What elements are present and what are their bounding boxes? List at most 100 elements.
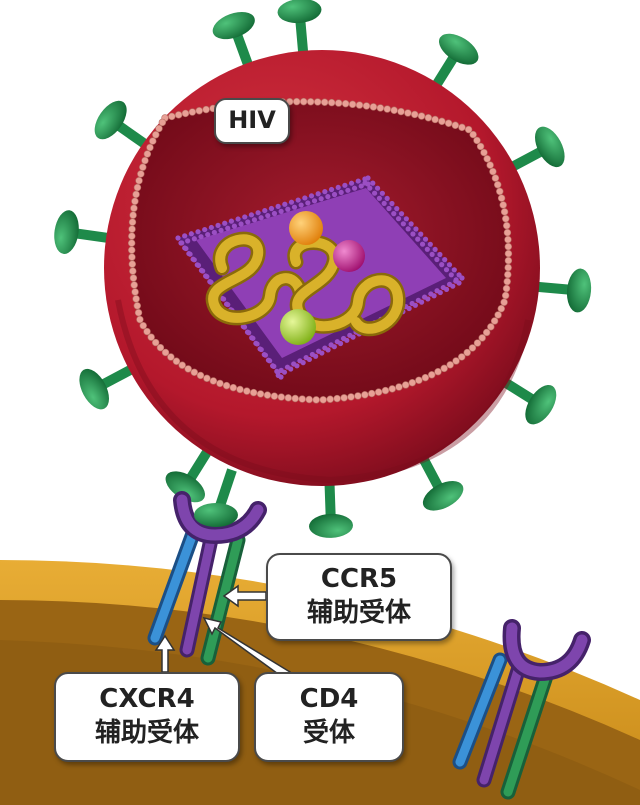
capsid-dot xyxy=(379,190,385,196)
capsid-dot xyxy=(448,272,454,278)
capsid-dot xyxy=(428,291,434,297)
membrane-bead xyxy=(312,396,320,404)
ccr5-coreceptor-label: CCR5 辅助受体 xyxy=(266,553,452,641)
capsid-dot xyxy=(261,351,267,358)
membrane-bead xyxy=(291,394,299,403)
membrane-bead xyxy=(127,239,136,247)
membrane-bead xyxy=(487,323,495,331)
capsid-dot xyxy=(424,246,430,252)
capsid-dot xyxy=(315,191,321,197)
capsid-dot xyxy=(334,339,340,345)
capsid-dot xyxy=(278,208,284,214)
membrane-bead xyxy=(327,98,336,107)
capsid-dot xyxy=(195,229,201,235)
capsid-dot xyxy=(240,323,246,330)
capsid-dot xyxy=(355,178,361,184)
membrane-bead xyxy=(490,317,499,325)
membrane-bead xyxy=(473,339,482,347)
membrane-bead xyxy=(504,270,512,279)
capsid-dot xyxy=(305,200,311,206)
membrane-bead xyxy=(421,373,430,382)
capsid-dot xyxy=(342,182,348,188)
capsid-dot xyxy=(309,351,315,358)
membrane-bead xyxy=(434,368,442,376)
capsid-dot xyxy=(182,245,188,251)
membrane-bead xyxy=(130,281,138,289)
capsid-dot xyxy=(374,185,381,191)
capsid-dot xyxy=(340,335,347,342)
membrane-bead xyxy=(156,343,165,352)
membrane-bead xyxy=(401,381,410,389)
membrane-bead xyxy=(326,395,334,403)
cxcr4-label-desc: 辅助受体 xyxy=(94,718,199,748)
membrane-bead xyxy=(132,295,140,303)
capsid-dot xyxy=(409,300,415,307)
membrane-bead xyxy=(502,284,511,293)
capsid-dot xyxy=(274,368,280,374)
capsid-dot xyxy=(347,332,353,338)
capsid-dot xyxy=(225,225,231,231)
membrane-bead xyxy=(504,256,513,265)
membrane-bead xyxy=(139,163,147,171)
capsid-dot xyxy=(459,275,465,281)
capsid-dot xyxy=(413,226,419,232)
capsid-dot xyxy=(191,236,197,242)
capsid-dot xyxy=(345,187,351,193)
capsid-dot xyxy=(198,234,204,240)
capsid-dot xyxy=(394,206,400,212)
capsid-dot xyxy=(415,236,421,242)
membrane-bead xyxy=(383,105,391,113)
membrane-bead xyxy=(438,117,446,126)
membrane-bead xyxy=(369,103,378,111)
capsid-dot xyxy=(395,216,402,222)
membrane-bead xyxy=(390,106,398,114)
membrane-bead xyxy=(216,379,224,388)
capsid-dot xyxy=(248,212,255,218)
membrane-bead xyxy=(381,386,390,395)
membrane-bead xyxy=(500,208,509,216)
membrane-bead xyxy=(284,394,292,402)
hiv-label: HIV xyxy=(214,98,290,144)
membrane-bead xyxy=(468,344,477,352)
cxcr4-label-name: CXCR4 xyxy=(99,684,195,715)
membrane-bead xyxy=(476,142,485,151)
capsid-dot xyxy=(376,195,382,201)
membrane-bead xyxy=(404,109,412,117)
capsid-dot xyxy=(384,195,390,202)
membrane-bead xyxy=(397,107,405,116)
membrane-bead xyxy=(143,150,152,158)
cd4-receptor-label: CD4 受体 xyxy=(254,672,404,762)
membrane-bead xyxy=(340,394,348,402)
membrane-bead xyxy=(496,187,504,196)
capsid-dot xyxy=(211,229,217,236)
capsid-dot xyxy=(391,211,397,217)
capsid-dot xyxy=(328,342,334,348)
capsid-dot xyxy=(308,193,315,199)
membrane-bead xyxy=(417,112,426,120)
membrane-bead xyxy=(503,277,511,286)
membrane-bead xyxy=(128,253,136,261)
capsid-dot xyxy=(215,222,221,228)
membrane-bead xyxy=(202,105,210,114)
membrane-bead xyxy=(501,291,510,300)
capsid-dot xyxy=(258,215,264,221)
capsid-dot xyxy=(443,267,450,273)
capsid-dot xyxy=(386,205,392,212)
membrane-bead xyxy=(494,311,502,319)
membrane-bead xyxy=(178,361,186,369)
membrane-bead xyxy=(444,119,453,127)
membrane-bead xyxy=(137,170,145,178)
membrane-bead xyxy=(134,308,143,317)
capsid-dot xyxy=(285,206,291,212)
membrane-bead xyxy=(374,388,383,396)
membrane-bead xyxy=(292,97,301,106)
membrane-bead xyxy=(347,393,355,401)
membrane-bead xyxy=(464,125,473,134)
capsid-dot xyxy=(291,361,297,367)
membrane-bead xyxy=(149,137,157,145)
membrane-bead xyxy=(478,334,486,342)
membrane-bead xyxy=(277,393,286,401)
membrane-bead xyxy=(494,181,502,189)
membrane-bead xyxy=(135,176,143,185)
capsid-dot xyxy=(298,202,304,208)
